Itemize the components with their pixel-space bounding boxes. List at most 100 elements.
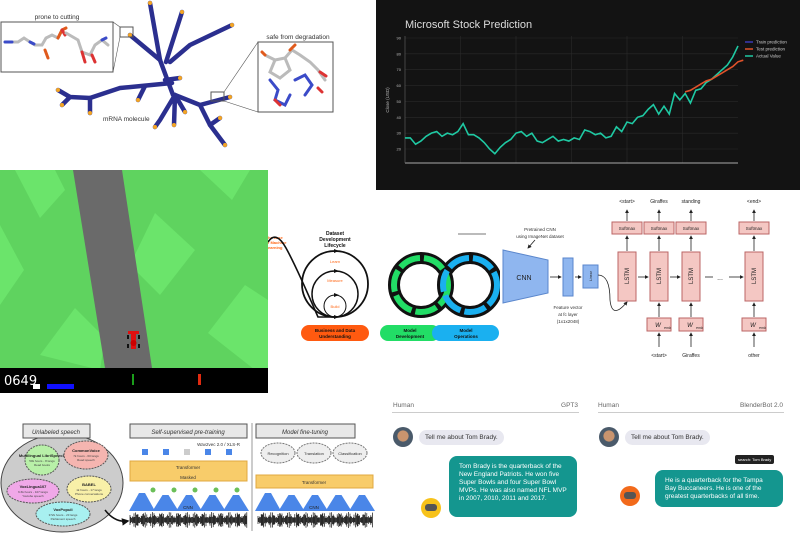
series-test-prediction [684, 59, 744, 93]
y-tick-label: 60 [397, 83, 402, 88]
quantized-token [205, 449, 211, 455]
abs-indicator [33, 384, 40, 389]
mrna-node [153, 125, 157, 129]
pretrain-title: Self-supervised pre-training [151, 430, 225, 436]
embedding-subscript: emb [696, 326, 703, 330]
ellipsis: ... [717, 275, 723, 282]
masked-label: Masked [180, 475, 196, 480]
mrna-node [178, 76, 182, 80]
feature-vector [562, 257, 574, 297]
ops-pill-text-2: Operations [454, 334, 478, 339]
task-label: Classification [338, 451, 362, 456]
legend-item[interactable]: Actual Value [756, 54, 781, 59]
finetune-header [255, 423, 356, 439]
business-pill-text-2: Understanding [319, 334, 351, 339]
racing-game: 0649 [0, 170, 268, 393]
waveform [257, 512, 373, 528]
speech-svg: Unlabeled speech Multilingual LibriSpeec… [0, 423, 375, 533]
context-node [171, 487, 177, 493]
cnn-block [325, 495, 352, 511]
softmax-box [611, 221, 643, 235]
mrna-strand [152, 92, 178, 130]
safe-site-marker [210, 91, 225, 102]
wav2vec-label: Wav2vec 2.0 / XLS-R [197, 442, 241, 447]
cnn-block [199, 495, 226, 511]
mrna-strand [167, 22, 235, 65]
cnn-block [255, 493, 281, 511]
pretrain-transformer-label: Transformer [176, 465, 201, 470]
mrna-strand [172, 92, 188, 115]
embedding-subscript: emb [664, 326, 671, 330]
pretrain-header [129, 423, 248, 439]
lstm-cell [649, 251, 669, 302]
series-actual-value [405, 45, 739, 155]
cnn-block [176, 495, 202, 511]
mrna-strand [55, 80, 175, 101]
label-mrna-molecule: mRNA molecule [103, 116, 150, 123]
side-text-3: earning [268, 245, 283, 250]
cnn-note-2: using ImageNet dataset [516, 234, 564, 239]
finetune-transformer [255, 474, 374, 489]
dataset-info: 6.6k hours - 107 langs [18, 490, 48, 494]
human-header: Human [393, 402, 414, 409]
mrna-node [136, 98, 140, 102]
lstm-cell [681, 251, 701, 302]
speech-diagram: Unlabeled speech Multilingual LibriSpeec… [0, 393, 378, 533]
lstm-cell [744, 251, 764, 302]
ops-pill-text-1: Model [460, 328, 473, 333]
dataset-name: VoxPopuli [53, 507, 72, 512]
mrna-strand [207, 115, 223, 128]
linear-label: Linear [589, 270, 593, 281]
label-safe-from-degradation: safe from degradation [266, 34, 330, 41]
quantized-token [163, 449, 169, 455]
waveform [129, 512, 248, 528]
loop-measure: Measure [327, 278, 343, 283]
legend-item[interactable]: Test prediction [756, 47, 786, 52]
dataset-type: Read books [34, 463, 51, 467]
output-token: Giraffes [650, 199, 668, 205]
mrna-node [218, 116, 222, 120]
cnn-block [129, 493, 155, 511]
unlabeled-title: Unlabeled speech [32, 430, 81, 436]
cnn-block [349, 495, 375, 511]
embedding-box [678, 317, 704, 332]
game-field [0, 170, 268, 393]
context-node [150, 487, 156, 493]
dev-pill-text-2: Development [396, 334, 425, 339]
mrna-node [88, 111, 92, 115]
context-node [213, 487, 219, 493]
softmax-label: Softmax [619, 226, 636, 231]
mrna-strand [162, 75, 183, 83]
dataset-type: Phone conversations [75, 492, 104, 496]
lstm-label: LSTM [752, 268, 758, 284]
dataset-info: 1k hours - 17 langs [76, 488, 102, 492]
softmax-box [643, 221, 675, 235]
y-tick-label: 50 [397, 99, 402, 104]
embedding-label: W [655, 323, 662, 329]
output-token: <end> [747, 199, 761, 205]
legend-item[interactable]: Train prediction [756, 40, 787, 45]
dataset-name: Multilingual LibriSpeech [19, 453, 66, 458]
context-node [234, 487, 240, 493]
y-tick-label: 20 [397, 147, 402, 152]
y-tick-label: 70 [397, 67, 402, 72]
mrna-node [128, 33, 132, 37]
task-bubble [332, 442, 368, 464]
bot-message: He is a quarterback for the Tampa Bay Bu… [655, 470, 783, 507]
feature-text-1: Feature vector [553, 305, 583, 310]
player-car [127, 331, 140, 349]
mrna-figure: prone to cutting safe from degradation m… [0, 0, 376, 170]
lifecycle-title-3: Lifecycle [324, 243, 346, 249]
cnn-label: CNN [516, 275, 531, 282]
y-tick-label: 80 [397, 51, 402, 56]
mrna-strand [163, 9, 185, 65]
y-tick-label: 90 [397, 36, 402, 41]
business-pill [301, 325, 369, 341]
lifecycle-entry-arrow [268, 236, 335, 318]
output-token: <start> [619, 199, 635, 205]
captioning-diagram: Pretrained CNN using ImageNet dataset CN… [500, 190, 800, 365]
cut-site-inset [0, 21, 114, 73]
dataset-bubble [35, 501, 91, 527]
mrna-node [60, 103, 64, 107]
chat-comparison: Human GPT3 Tell me about Tom Brady. Tom … [380, 390, 800, 533]
